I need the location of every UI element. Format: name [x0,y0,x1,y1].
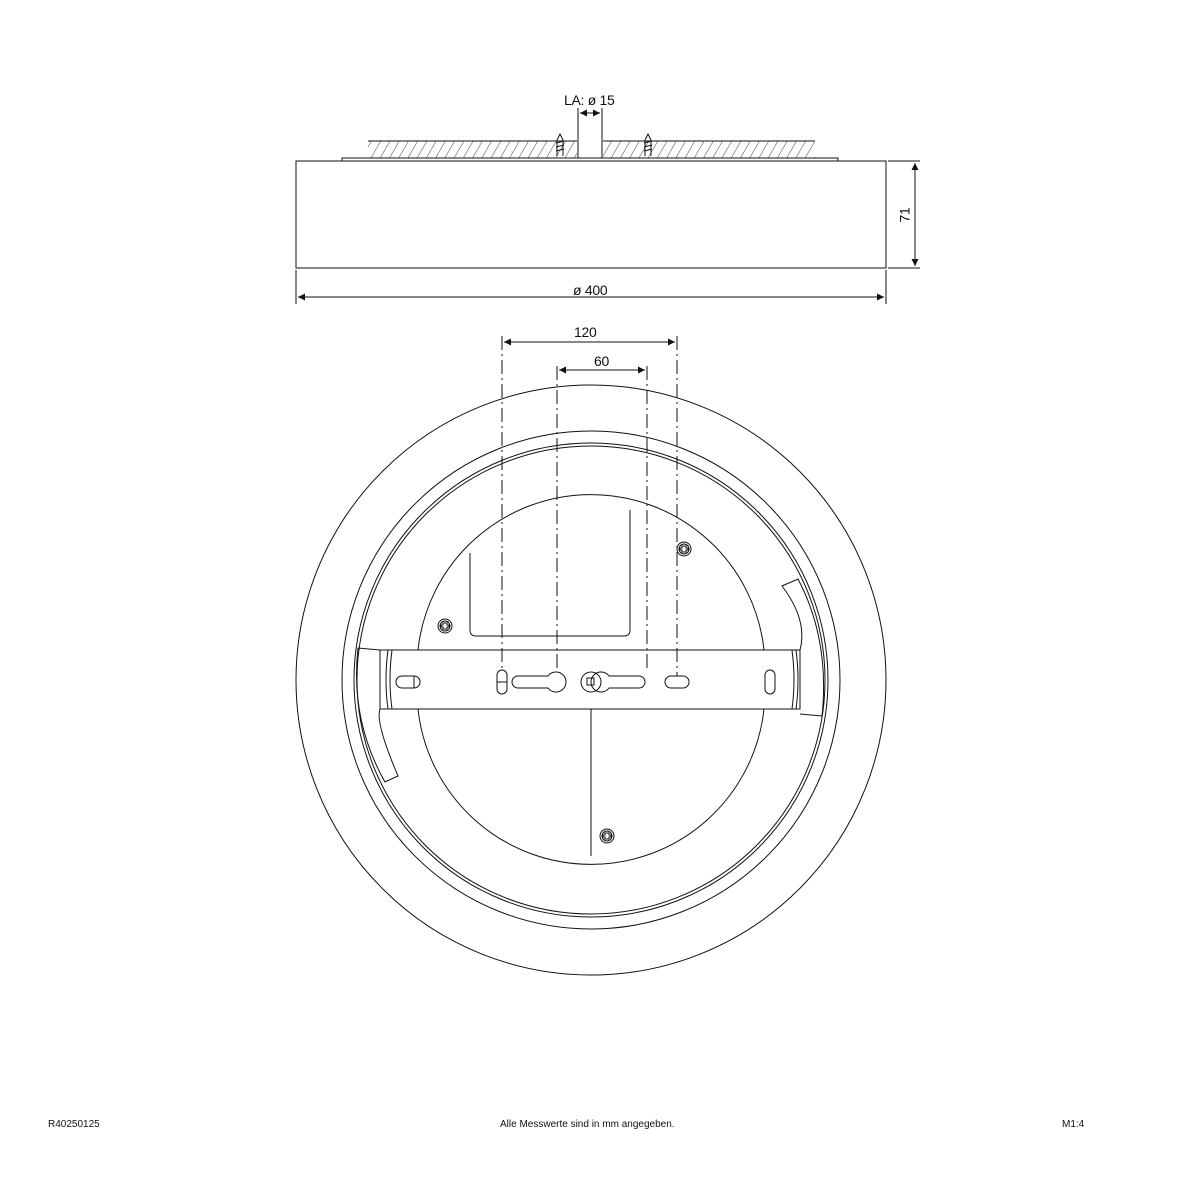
clip-right [781,578,825,717]
measurement-note: Alle Messwerte sind in mm angegeben. [500,1119,675,1130]
height-label: 71 [896,207,913,223]
gear-tray [417,494,765,651]
slot-left [395,675,421,689]
article-number: R40250125 [48,1119,100,1130]
screw-icon [555,132,565,156]
bottom-view [295,336,887,976]
slot-h [664,675,690,689]
keyhole-right [590,671,646,693]
keyhole-left [511,671,567,693]
center-screw [580,671,602,693]
screw-head-icon [599,828,615,844]
ceiling-hatch [368,140,815,158]
side-view [295,108,920,304]
scale-label: M1:4 [1062,1119,1085,1130]
diffuser-edge [341,430,841,930]
outer-rim [295,384,887,976]
mounting-bracket [379,649,801,710]
screw-head-icon [437,618,453,634]
screw-head-icon [676,541,692,557]
clip-left [356,647,399,783]
dim-120-label: 120 [574,324,597,340]
gear-tray-lower [417,708,765,865]
slot-right [764,669,776,695]
dim-60-label: 60 [594,353,609,369]
inner-ring-a [353,442,829,918]
luminaire-body [295,160,887,269]
diameter-label: ø 400 [573,282,608,298]
screw-icon [643,132,653,156]
driver-cutout [469,510,631,637]
cable-entry-label: LA: ø 15 [564,92,615,108]
